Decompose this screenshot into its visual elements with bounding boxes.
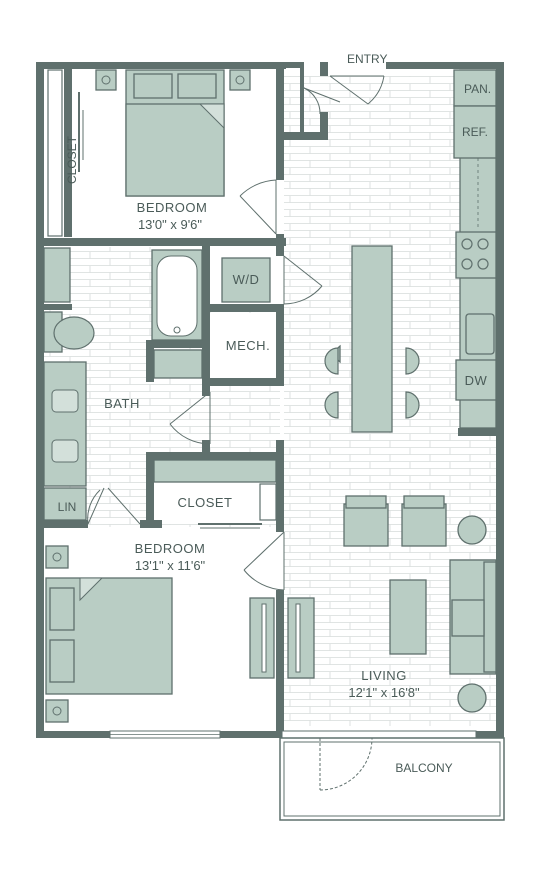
living-furniture [343, 495, 497, 713]
linen-label: LIN [58, 500, 77, 514]
labels: ENTRY PAN. REF. CLOSET BEDROOM 13'0" x 9… [58, 52, 491, 775]
bath-door [169, 391, 211, 445]
bedroom2-furniture [45, 545, 173, 723]
bedroom2-size: 13'1" x 11'6" [135, 558, 206, 573]
washer-dryer-label: W/D [233, 272, 260, 287]
bath-label: BATH [104, 396, 140, 411]
balcony-label: BALCONY [395, 761, 452, 775]
entry-label: ENTRY [347, 52, 387, 66]
pantry-label: PAN. [464, 82, 491, 96]
living-name: LIVING [361, 668, 407, 683]
refrigerator-label: REF. [462, 125, 488, 139]
bath-fixtures [43, 247, 203, 521]
washer-dryer [221, 257, 271, 303]
bedroom1-door [239, 179, 277, 235]
bathtub [151, 249, 203, 341]
mech-label: MECH. [226, 338, 270, 353]
closet2-fixtures [153, 459, 277, 529]
kitchen [453, 69, 497, 429]
laundry-door [283, 255, 323, 305]
closet-top-left [47, 69, 84, 237]
closet-top-label: CLOSET [65, 135, 79, 184]
bedroom1-size: 13'0" x 9'6" [138, 217, 202, 232]
bedroom1-furniture [95, 69, 251, 197]
consoles [249, 597, 315, 679]
balcony-area [279, 737, 505, 821]
dishwasher-label: DW [465, 373, 488, 388]
windows [109, 730, 477, 739]
island [324, 245, 420, 433]
bedroom1-name: BEDROOM [137, 200, 208, 215]
linen-door [87, 487, 105, 525]
bath-door-2 [107, 487, 141, 525]
closet2-label: CLOSET [177, 495, 232, 510]
living-size: 12'1" x 16'8" [348, 685, 420, 700]
bedroom2-name: BEDROOM [135, 541, 206, 556]
bedroom2-door [243, 531, 285, 591]
walls [36, 62, 504, 738]
entry-door [329, 75, 385, 105]
entry-closet-door [303, 87, 341, 115]
